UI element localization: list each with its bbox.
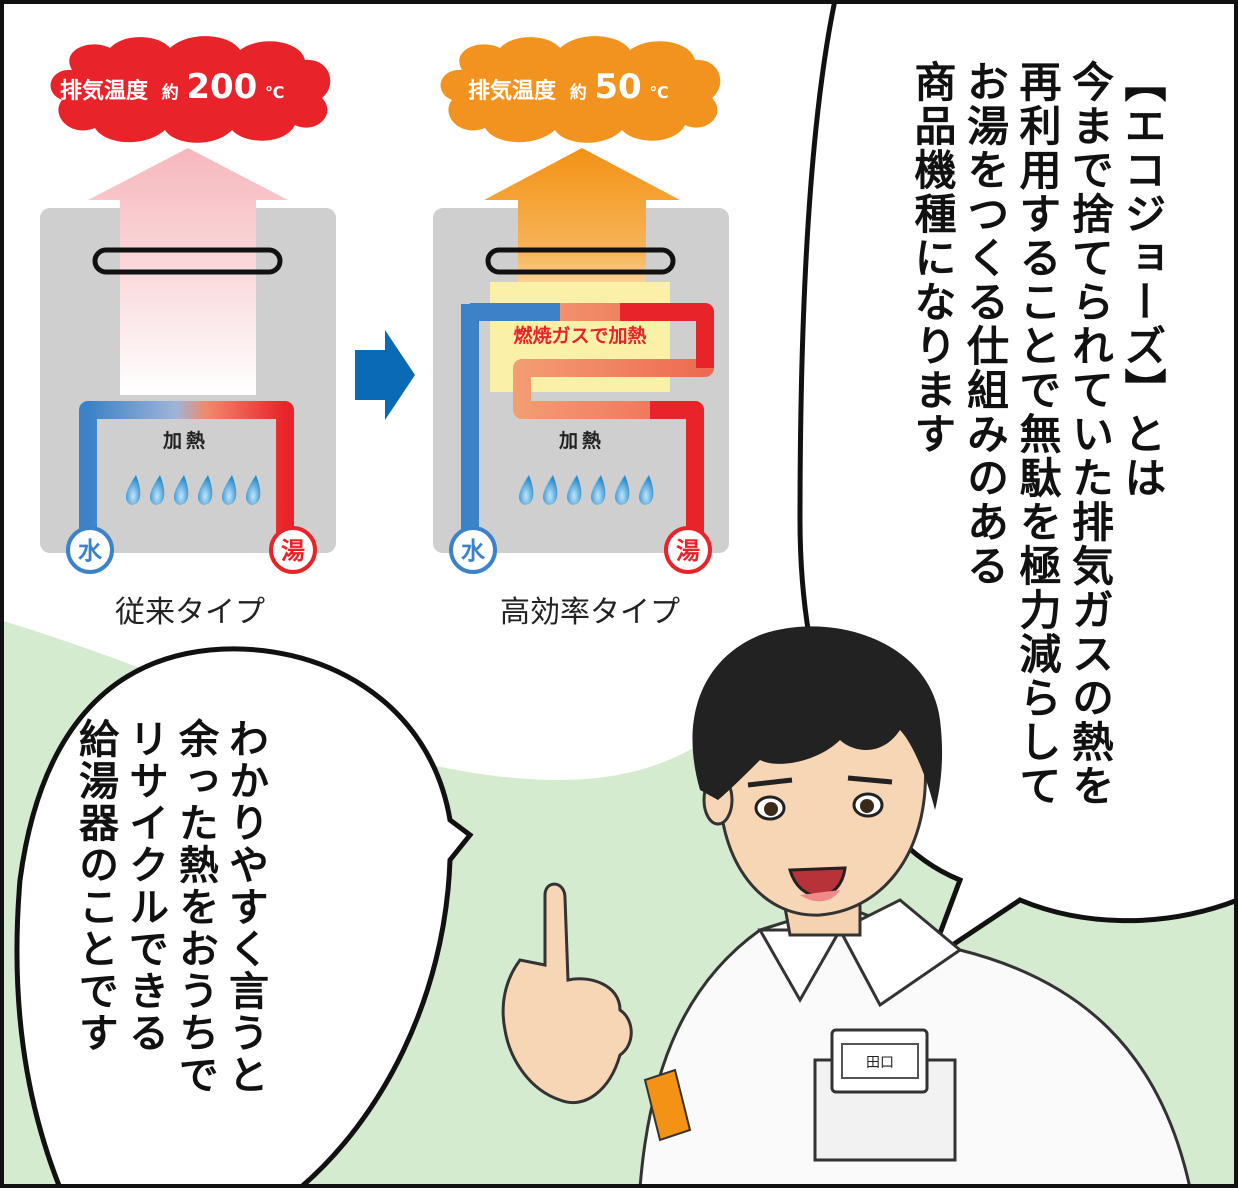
comparison-high-efficiency-hot-label: 湯 (676, 537, 700, 565)
name-tag-text: 田口 (866, 1055, 894, 1071)
svg-text:排気温度 約 200 ℃: 排気温度 約 200 ℃ (60, 67, 284, 107)
comparison-high-efficiency-unit: ℃ (649, 83, 668, 102)
flame-icons-conventional (125, 475, 261, 505)
water-badge-conventional (66, 526, 114, 574)
comparison-high-efficiency-exhaust-prefix: 排気温度 (468, 78, 557, 104)
comparison-high-efficiency-approx: 約 (570, 82, 587, 103)
high-efficiency-unit-diagram: 燃焼ガスで加熱 加熱 水 湯 高効率タイプ (433, 148, 729, 630)
heating-label-high-efficiency: 加熱 (558, 429, 605, 452)
transition-arrow (355, 330, 415, 420)
flame-icons-high-efficiency (518, 475, 654, 505)
comparison-conventional-exhaust-prefix: 排気温度 (60, 78, 149, 104)
comparison-conventional-approx: 約 (162, 82, 179, 103)
hot-badge-conventional (269, 526, 317, 574)
exhaust-cloud-conventional: 排気温度 約 200 ℃ (50, 36, 331, 143)
conventional-unit-diagram: 加熱 水 湯 従来タイプ (40, 148, 336, 630)
sleeve-patch (643, 1068, 692, 1142)
caption-high-efficiency: 高効率タイプ (500, 595, 680, 630)
pipe-conventional (79, 401, 294, 540)
comparison-conventional-unit: ℃ (265, 83, 284, 102)
svg-text:排気温度 約 50 ℃: 排気温度 約 50 ℃ (468, 67, 669, 107)
heating-label-conventional: 加熱 (162, 429, 209, 452)
character-illustration: 田口 (501, 626, 1192, 1190)
comparison-conventional-hot-label: 湯 (281, 537, 305, 565)
combustion-label: 燃焼ガスで加熱 (513, 324, 646, 347)
water-badge-high-efficiency (449, 526, 497, 574)
secondary-speech-bubble (14, 646, 474, 1191)
exhaust-cloud-high-efficiency: 排気温度 約 50 ℃ (440, 36, 721, 143)
pointing-hand (501, 882, 633, 1105)
secondary-speech-text: わかりやすく言うと 余った熱をおうちで リサイクルできる 給湯器のことです (72, 718, 268, 1096)
comparison-high-efficiency-temp-value: 50 (594, 67, 641, 107)
comparison-conventional-temp-value: 200 (186, 67, 257, 107)
comparison-high-efficiency-water-label: 水 (461, 537, 486, 565)
comparison-conventional-water-label: 水 (78, 537, 103, 565)
main-speech-text: 【エコジョーズ】とは 今まで捨てられていた排気ガスの熱を 再利用することで無駄を… (908, 60, 1167, 808)
hair (692, 626, 943, 810)
caption-conventional: 従来タイプ (115, 595, 265, 630)
exhaust-arrow-orange (484, 148, 680, 300)
hot-badge-high-efficiency (664, 526, 712, 574)
